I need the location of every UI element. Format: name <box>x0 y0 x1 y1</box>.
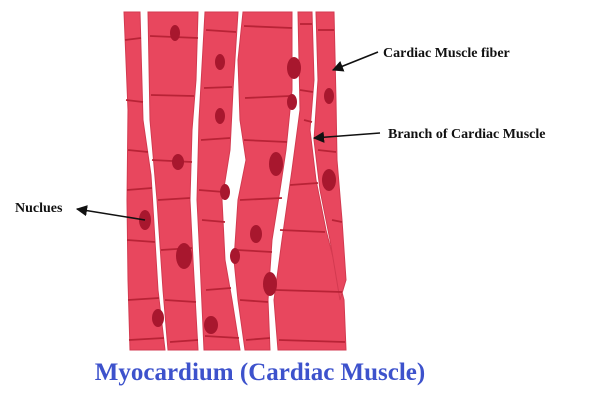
intercalated-disc <box>157 197 191 201</box>
intercalated-disc <box>128 337 165 341</box>
intercalated-disc <box>239 299 269 303</box>
intercalated-disc <box>303 119 313 123</box>
intercalated-disc <box>331 219 343 223</box>
muscle-fiber-6 <box>313 11 347 301</box>
intercalated-disc <box>151 159 193 163</box>
intercalated-disc <box>245 337 271 341</box>
intercalated-disc <box>164 299 197 303</box>
nucleus <box>215 108 225 124</box>
nucleus <box>269 152 283 176</box>
intercalated-disc <box>150 94 195 97</box>
muscle-fiber-3 <box>196 11 241 351</box>
intercalated-disc <box>317 149 337 153</box>
nucleus <box>250 225 262 243</box>
intercalated-disc <box>279 229 326 233</box>
intercalated-disc <box>126 239 156 243</box>
intercalated-disc <box>126 187 153 191</box>
intercalated-disc <box>244 95 291 99</box>
intercalated-disc <box>205 287 232 291</box>
nucleus <box>322 169 336 191</box>
nucleus <box>220 184 230 200</box>
intercalated-disc <box>127 297 160 301</box>
muscle-fibers <box>123 11 347 351</box>
intercalated-disc <box>125 99 144 103</box>
nucleus <box>152 309 164 327</box>
nucleus <box>287 57 301 79</box>
intercalated-disc <box>239 197 283 201</box>
intercalated-disc <box>275 289 343 293</box>
intercalated-disc <box>204 335 240 339</box>
intercalated-disc <box>278 339 346 343</box>
intercalated-disc <box>243 139 288 143</box>
intercalated-disc <box>124 37 142 41</box>
arrow-branch <box>312 131 381 143</box>
nucleus <box>324 88 334 104</box>
nucleus <box>204 316 218 334</box>
nucleus <box>230 248 240 264</box>
nucleus <box>263 272 277 296</box>
label-branch-of-cardiac-muscle: Branch of Cardiac Muscle <box>388 127 546 142</box>
intercalated-disc <box>289 182 319 186</box>
intercalated-disc <box>236 249 273 253</box>
nucleus <box>287 94 297 110</box>
nucleus <box>172 154 184 170</box>
intercalated-disc <box>127 149 149 153</box>
intercalated-disc <box>200 137 231 141</box>
label-cardiac-muscle-fiber: Cardiac Muscle fiber <box>383 46 510 61</box>
pointer-arrows <box>75 51 381 221</box>
intercalated-disc <box>198 189 225 193</box>
arrow-fiber <box>331 51 379 72</box>
intercalated-disc <box>243 25 293 29</box>
nucleus <box>170 25 180 41</box>
label-nucleus: Nuclues <box>15 201 63 216</box>
intercalated-disc <box>203 86 233 89</box>
arrow-nucleus <box>75 205 146 221</box>
intercalated-disc <box>299 89 314 93</box>
muscle-fiber-1 <box>123 11 166 351</box>
page-title: Myocardium (Cardiac Muscle) <box>94 359 426 386</box>
intercalated-disc <box>169 339 199 343</box>
intercalated-disc <box>205 29 237 33</box>
intercalated-disc <box>201 219 226 223</box>
nucleus <box>215 54 225 70</box>
intercalated-discs <box>124 23 346 343</box>
muscle-fiber-5 <box>273 11 347 351</box>
nucleus <box>176 243 192 269</box>
